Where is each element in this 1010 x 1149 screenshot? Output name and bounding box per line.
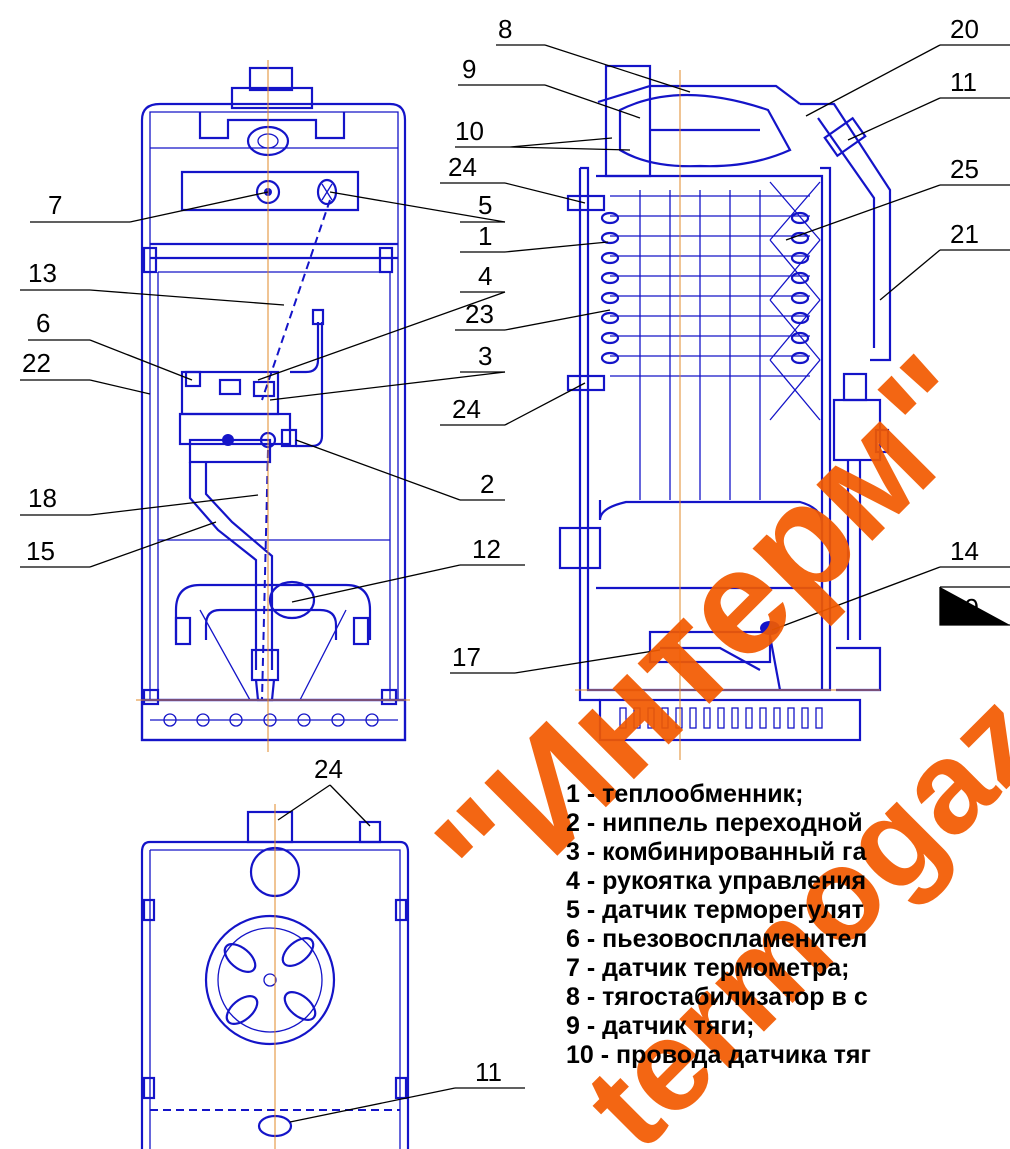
- callout-8: 8: [498, 14, 512, 44]
- callout-7: 7: [48, 190, 62, 220]
- callout-21: 21: [950, 219, 979, 249]
- legend-text: комбинированный га: [602, 838, 867, 866]
- legend-text: датчик терморегулят: [602, 896, 864, 924]
- callout-3: 3: [478, 341, 492, 371]
- callout-4: 4: [478, 261, 492, 291]
- legend-num: 7 -: [566, 954, 596, 982]
- legend-item: 4 - рукоятка управления: [566, 867, 1010, 896]
- legend-num: 10 -: [566, 1041, 610, 1069]
- callout-24-bottom: 24: [314, 754, 343, 784]
- legend-item: 7 - датчик термометра;: [566, 954, 1010, 983]
- callout-5: 5: [478, 190, 492, 220]
- callout-15: 15: [26, 536, 55, 566]
- legend-text: датчик термометра;: [602, 954, 850, 982]
- callout-6: 6: [36, 308, 50, 338]
- callout-22: 22: [22, 348, 51, 378]
- callout-24-middle: 24: [452, 394, 481, 424]
- legend-text: датчик тяги;: [602, 1012, 755, 1040]
- callout-11-bottom: 11: [475, 1057, 502, 1087]
- legend-text: рукоятка управления: [602, 867, 867, 895]
- callout-1: 1: [478, 221, 492, 251]
- legend-text: тягостабилизатор в с: [602, 983, 868, 1011]
- legend-text: провода датчика тяг: [616, 1041, 871, 1069]
- coil-ends: [600, 211, 810, 365]
- callout-18: 18: [28, 483, 57, 513]
- legend-num: 9 -: [566, 1012, 596, 1040]
- legend-num: 4 -: [566, 867, 596, 895]
- side-view: [558, 64, 892, 760]
- callout-10: 10: [455, 116, 484, 146]
- callout-19: 19: [950, 593, 979, 623]
- callout-23: 23: [465, 299, 494, 329]
- side-base-slots: [619, 707, 823, 729]
- callout-13: 13: [28, 258, 57, 288]
- legend-item: 9 - датчик тяги;: [566, 1012, 1010, 1041]
- heat-exchanger-coil: [610, 181, 821, 500]
- callout-labels: 8 9 10 24 5 1 4 23 3 24 2 12 17 7 13 6 2…: [22, 14, 979, 1087]
- legend-num: 8 -: [566, 983, 596, 1011]
- legend-item: 1 - теплообменник;: [566, 780, 1010, 809]
- legend-num: 1 -: [566, 780, 596, 808]
- top-view: [140, 804, 410, 1149]
- legend-num: 3 -: [566, 838, 596, 866]
- legend-num: 2 -: [566, 809, 596, 837]
- legend-text: ниппель переходной: [602, 809, 863, 837]
- legend-item: 3 - комбинированный га: [566, 838, 1010, 867]
- callout-11-side: 11: [950, 67, 977, 97]
- legend-item: 8 - тягостабилизатор в с: [566, 983, 1010, 1012]
- callout-2: 2: [480, 469, 494, 499]
- callout-17: 17: [452, 642, 481, 672]
- base-vent-holes: [150, 713, 398, 727]
- callout-24-upper: 24: [448, 152, 477, 182]
- legend-item: 5 - датчик терморегулят: [566, 896, 1010, 925]
- legend-item: 6 - пьезовоспламенител: [566, 925, 1010, 954]
- leader-lines: [20, 44, 1010, 1123]
- parts-legend: 1 - теплообменник; 2 - ниппель переходно…: [566, 780, 1010, 1070]
- callout-20: 20: [950, 14, 979, 44]
- front-view: [136, 60, 410, 752]
- legend-num: 5 -: [566, 896, 596, 924]
- legend-item: 2 - ниппель переходной: [566, 809, 1010, 838]
- callout-25: 25: [950, 154, 979, 184]
- legend-text: пьезовоспламенител: [602, 925, 868, 953]
- callout-14: 14: [950, 536, 979, 566]
- legend-text: теплообменник;: [602, 780, 804, 808]
- legend-num: 6 -: [566, 925, 596, 953]
- callout-12: 12: [472, 534, 501, 564]
- callout-9: 9: [462, 54, 476, 84]
- legend-item: 10 - провода датчика тяг: [566, 1041, 1010, 1070]
